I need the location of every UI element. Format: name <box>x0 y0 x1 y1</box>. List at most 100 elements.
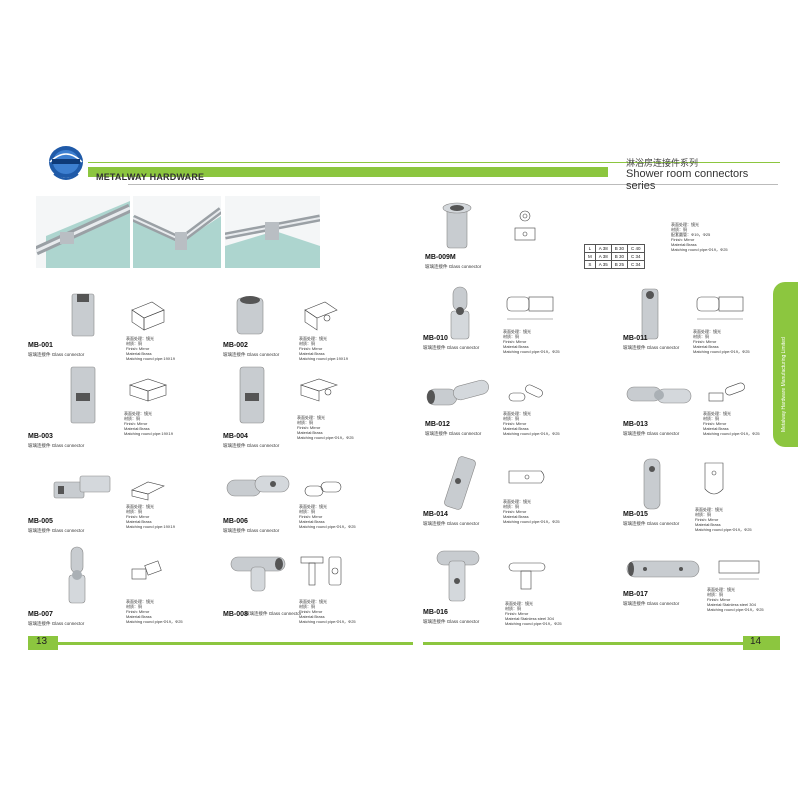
spec-material: Material:Brass <box>695 522 721 527</box>
table-cell: C 34 <box>627 260 645 269</box>
label-cn: 玻璃连接件 <box>623 521 646 526</box>
spec-material-cn: 材质：铜 <box>707 592 723 597</box>
product-code: MB-011 <box>623 335 648 342</box>
series-title-cn: 淋浴房连接件系列 <box>626 158 699 168</box>
spec-finish: Finish: Mirror <box>503 509 527 514</box>
spec-material: Material:Brass <box>297 430 323 435</box>
footer-rule-left <box>58 642 413 645</box>
product-photo <box>626 560 700 578</box>
label-en: Glass connector <box>446 521 480 526</box>
product-label: 玻璃连接件 Glass connector <box>28 621 84 627</box>
label-en: Glass connector <box>448 264 482 269</box>
label-cn: 玻璃连接件 <box>223 528 246 533</box>
label-cn: 玻璃连接件 <box>28 621 51 626</box>
spec-material: Material:Brass <box>503 426 529 431</box>
table-cell: A 38 <box>594 252 612 261</box>
spec-material: Material:Brass <box>671 242 697 247</box>
label-cn: 玻璃连接件 <box>623 431 646 436</box>
product-label: 玻璃连接件 Glass connector <box>423 619 479 625</box>
product-label: 玻璃连接件 Glass connector <box>623 521 679 527</box>
spec-material: Material:Brass <box>126 351 152 356</box>
spec-pipe: Matching round pipe:Φ19，Φ25 <box>695 527 752 532</box>
spec-finish: Finish: Mirror <box>503 339 527 344</box>
spec-finish-cn: 表面处理：镜光 <box>126 504 154 509</box>
product-code: MB-007 <box>28 611 53 618</box>
spec-finish-cn: 表面处理：镜光 <box>707 587 735 592</box>
spec-finish: Finish: Mirror <box>126 514 150 519</box>
technical-drawing <box>131 481 165 501</box>
spec-pipe: Matching round pipe:Φ19，Φ25 <box>693 349 750 354</box>
brand-name: METALWAY HARDWARE <box>96 172 205 182</box>
product-code: MB-005 <box>28 518 53 525</box>
spec-pipe: Matching round pipe:Φ19，Φ25 <box>297 435 354 440</box>
product-photo <box>236 296 264 335</box>
spec-finish: Finish: Mirror <box>703 421 727 426</box>
table-cell: B 30 <box>610 252 629 261</box>
spec-finish-cn: 表面处理：镜光 <box>503 329 531 334</box>
label-cn: 玻璃连接件 <box>425 431 448 436</box>
label-en: Glass connector <box>268 611 302 616</box>
spec-material: Material:Brass <box>126 614 152 619</box>
table-cell: B 25 <box>610 260 629 269</box>
table-cell: M <box>584 252 596 261</box>
spec-finish-cn: 表面处理：镜光 <box>299 504 327 509</box>
spec-finish: Finish: Mirror <box>124 421 148 426</box>
technical-drawing <box>514 210 536 241</box>
product-label: 玻璃连接件 Glass connector <box>28 528 84 534</box>
spec-finish: Finish: Mirror <box>297 425 321 430</box>
spec-material-cn: 材质：铜 <box>505 606 521 611</box>
spec-finish-cn: 表面处理：镜光 <box>126 599 154 604</box>
label-en: Glass connector <box>246 352 280 357</box>
product-photo <box>450 286 470 340</box>
product-label: 玻璃连接件 Glass connector <box>623 431 679 437</box>
metalway-logo-icon <box>49 146 83 180</box>
spec-material-cn: 材质：铜 <box>297 420 313 425</box>
spec-material-cn: 材质：铜 <box>703 416 719 421</box>
label-en: Glass connector <box>51 352 85 357</box>
spec-finish: Finish: Mirror <box>693 339 717 344</box>
table-cell: B 30 <box>610 244 629 253</box>
catalog-spread: METALWAY HARDWARE 淋浴房连接件系列 Shower room c… <box>28 140 798 660</box>
table-cell: L <box>584 244 596 253</box>
product-code: MB-012 <box>425 421 450 428</box>
footer-rule-right <box>423 642 743 645</box>
product-photo <box>626 386 692 404</box>
spec-material-cn: 材质：铜 <box>693 334 709 339</box>
page-right: MB-009M 玻璃连接件 Glass connector 表面处理：镜光材质：… <box>423 140 780 660</box>
label-en: Glass connector <box>246 528 280 533</box>
product-label: 玻璃连接件 Glass connector <box>28 352 84 358</box>
spec-finish: Finish: Mirror <box>503 421 527 426</box>
product-code: MB-002 <box>223 342 248 349</box>
technical-drawing <box>708 382 745 402</box>
spec-material: Material:Brass <box>503 344 529 349</box>
label-en: Glass connector <box>646 601 680 606</box>
label-cn: 玻璃连接件 <box>28 528 51 533</box>
product-label: 玻璃连接件 Glass connector <box>423 345 479 351</box>
technical-drawing <box>304 301 338 331</box>
label-cn: 玻璃连接件 <box>245 611 268 616</box>
label-cn: 玻璃连接件 <box>425 264 448 269</box>
label-en: Glass connector <box>448 431 482 436</box>
spec-pipe: Matching round pipe:Φ19，Φ25 <box>503 431 560 436</box>
spec-finish-cn: 表面处理：镜光 <box>703 411 731 416</box>
product-code: MB-003 <box>28 433 53 440</box>
table-cell: A 35 <box>594 260 612 269</box>
technical-drawing <box>304 481 342 497</box>
spec-material: Material:Brass <box>703 426 729 431</box>
label-cn: 玻璃连接件 <box>623 601 646 606</box>
spec-finish-cn: 表面处理：镜光 <box>299 599 327 604</box>
spec-finish-cn: 表面处理：镜光 <box>693 329 721 334</box>
spec-pipe: Matching round pipe:Φ19，Φ25 <box>703 431 760 436</box>
product-code: MB-001 <box>28 342 53 349</box>
label-en: Glass connector <box>51 621 85 626</box>
technical-drawing <box>131 560 162 580</box>
